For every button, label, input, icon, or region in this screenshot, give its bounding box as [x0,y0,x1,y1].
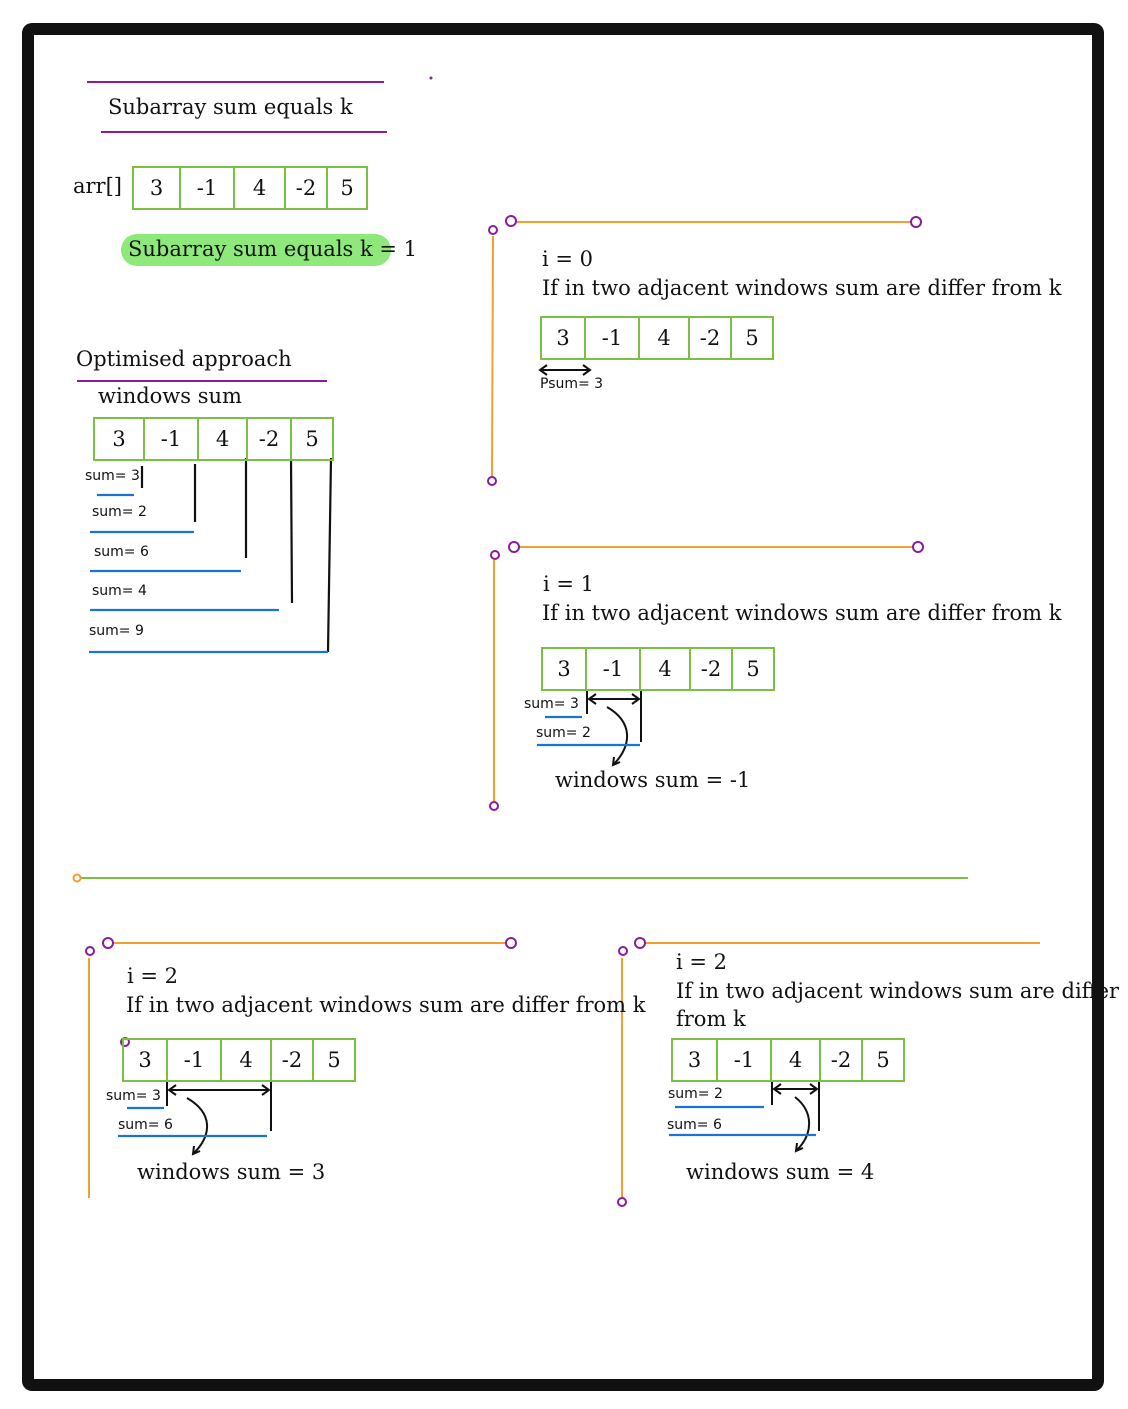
panel-i2b-index: i = 2 [676,950,728,974]
cumulative-sum-label: sum= 9 [89,623,144,639]
cumulative-sum-label: sum= 6 [94,544,149,560]
panel-i1-underlines [537,715,640,747]
array-cell: 4 [640,318,690,358]
array-cell: 3 [542,318,586,358]
panel-i0-array: 3 -1 4 -2 5 [540,316,774,360]
panel-i1-index: i = 1 [543,572,595,596]
array-cell: -1 [145,419,199,459]
panel-i2a-sum-a: sum= 3 [106,1088,161,1104]
panel-i1-description: If in two adjacent windows sum are diffe… [542,601,1062,625]
array-cell: 4 [235,168,286,208]
panel-i2b-underlines [669,1105,816,1137]
cumulative-sum-label: sum= 2 [92,504,147,520]
panel-i1-window-sum: windows sum = -1 [555,768,751,792]
array-cell: 3 [543,649,587,689]
panel-i2a-sum-b: sum= 6 [118,1117,173,1133]
array-cell: -1 [181,168,235,208]
problem-highlight-marker [121,234,391,266]
array-cell: 3 [95,419,145,459]
array-cell: 3 [124,1040,168,1080]
panel-i2b-window-sum: windows sum = 4 [686,1160,875,1184]
page-title: Subarray sum equals k [108,95,353,119]
panel-i2a-underlines [118,1106,267,1138]
arr-label: arr[] [73,174,122,198]
panel-i2b-description-line2: from k [676,1007,746,1031]
array-cell: 5 [314,1040,356,1080]
array-cell: -1 [168,1040,222,1080]
array-cell: 4 [222,1040,272,1080]
panel-i0-frame [487,215,922,486]
panel-i1-frame [489,541,924,811]
panel-i2b-sum-b: sum= 6 [667,1117,722,1133]
array-cell: 5 [733,649,775,689]
cumulative-sum-label: sum= 4 [92,583,147,599]
panel-i0-description: If in two adjacent windows sum are diffe… [542,276,1062,300]
array-cell: -1 [587,649,641,689]
array-cell: 5 [328,168,368,208]
panel-i2a-index: i = 2 [127,964,179,988]
divider-end-dot [72,873,82,883]
array-cell: -1 [586,318,640,358]
panel-i2b-window-arrow [771,1080,820,1153]
array-cell: -2 [248,419,292,459]
panel-i2a-window-arrow [166,1081,272,1156]
panel-i0-psum: Psum= 3 [540,376,604,392]
array-cell: -2 [821,1040,863,1080]
array-cell: -2 [690,318,732,358]
panel-i1-window-arrow [586,689,642,767]
array-cell: -2 [272,1040,314,1080]
array-cell: 5 [732,318,774,358]
array-cell: 5 [863,1040,905,1080]
optimised-heading: Optimised approach [76,347,292,371]
panel-i1-array: 3 -1 4 -2 5 [541,647,775,691]
array-cell: -2 [691,649,733,689]
stray-dot [429,76,433,80]
main-array: 3 -1 4 -2 5 [132,166,368,210]
windows-sum-subheading: windows sum [98,384,242,408]
panel-i2a-array: 3 -1 4 -2 5 [122,1038,356,1082]
panel-i2b-description-line1: If in two adjacent windows sum are diffe… [676,979,1120,1003]
array-cell: 4 [641,649,691,689]
panel-i2a-description: If in two adjacent windows sum are diffe… [126,993,646,1017]
psum-arrow [538,364,592,376]
array-cell: 5 [292,419,334,459]
array-cell: 3 [134,168,181,208]
array-cell: -1 [718,1040,772,1080]
optimised-array: 3 -1 4 -2 5 [93,417,334,461]
panel-i2a-window-sum: windows sum = 3 [137,1160,326,1184]
panel-i2b-frame [617,937,1040,1207]
panel-i0-index: i = 0 [542,247,594,271]
array-cell: 4 [199,419,248,459]
array-cell: 4 [772,1040,821,1080]
panel-i2b-array: 3 -1 4 -2 5 [671,1038,905,1082]
panel-i2b-sum-a: sum= 2 [668,1086,723,1102]
sum-underlines [89,493,328,654]
array-cell: -2 [286,168,328,208]
cumulative-sum-label: sum= 3 [85,468,140,484]
panel-i1-sum-b: sum= 2 [536,725,591,741]
sum-brackets [140,457,333,653]
problem-statement: Subarray sum equals k = 1 [128,237,418,261]
panel-i2a-frame [85,937,517,1198]
panel-i1-sum-a: sum= 3 [524,696,579,712]
array-cell: 3 [673,1040,718,1080]
